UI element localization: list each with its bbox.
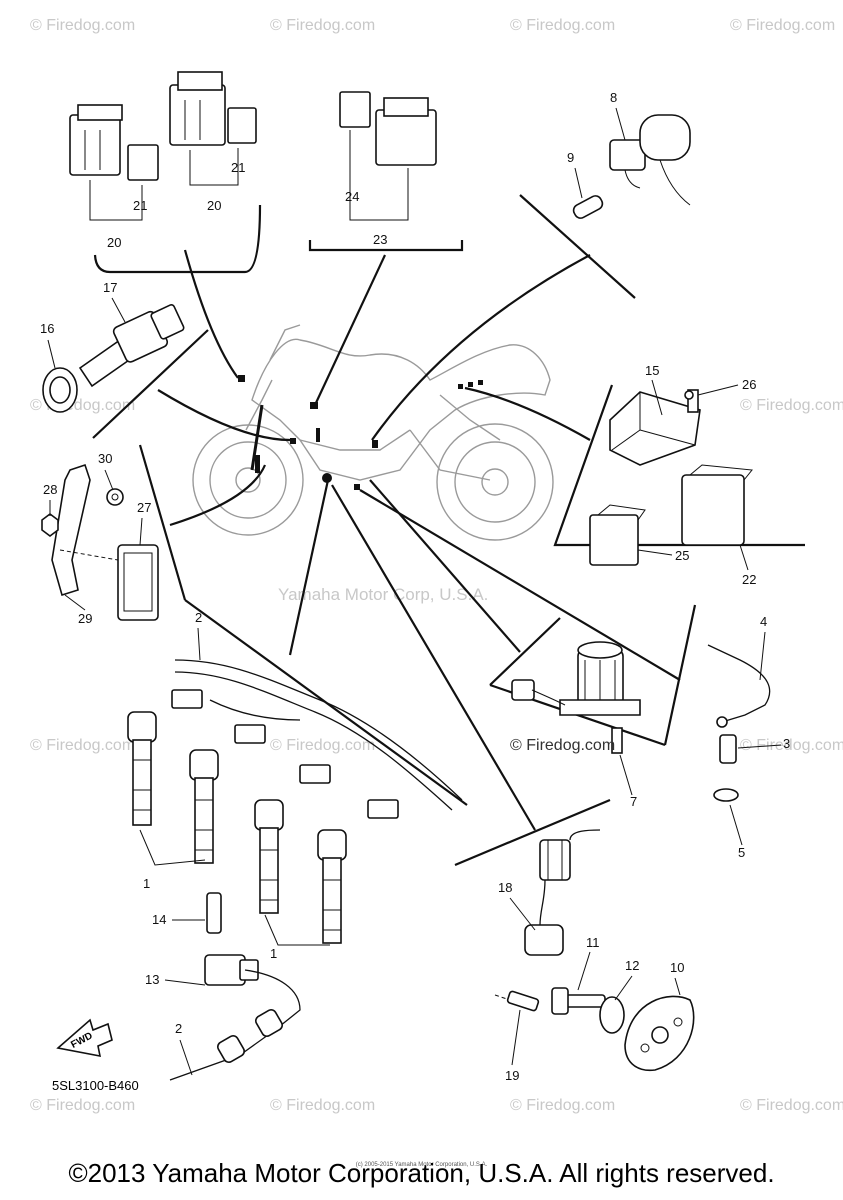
callout-18: 18 bbox=[498, 880, 512, 895]
callout-21: 21 bbox=[231, 160, 245, 175]
callout-17: 17 bbox=[103, 280, 117, 295]
callout-8: 8 bbox=[610, 90, 617, 105]
diagram-code: 5SL3100-B460 bbox=[52, 1078, 139, 1093]
center-watermark: Yamaha Motor Corp, U.S.A. bbox=[278, 585, 488, 604]
watermark: © Firedog.com bbox=[270, 737, 375, 754]
watermark: © Firedog.com bbox=[740, 397, 843, 414]
motorcycle-illustration bbox=[192, 324, 554, 541]
copyright-small: (c) 2005-2015 Yamaha Motor Corporation, … bbox=[355, 1162, 488, 1168]
bracket-27-30 bbox=[41, 463, 159, 621]
watermark: © Firedog.com bbox=[730, 17, 835, 34]
leader-lines bbox=[157, 249, 681, 831]
relay-assembly-23 bbox=[339, 91, 437, 221]
callout-20: 20 bbox=[207, 198, 221, 213]
callout-24: 24 bbox=[345, 189, 359, 204]
copyright-footer: ©2013 Yamaha Motor Corporation, U.S.A. A… bbox=[68, 1158, 775, 1188]
callout-9: 9 bbox=[567, 150, 574, 165]
wire-harness-2 bbox=[171, 659, 463, 819]
callout-28: 28 bbox=[43, 482, 57, 497]
ecu-15 bbox=[589, 389, 753, 566]
callout-2: 2 bbox=[175, 1021, 182, 1036]
callout-4: 4 bbox=[760, 614, 767, 629]
callout-3: 3 bbox=[783, 736, 790, 751]
watermark: © Firedog.com bbox=[740, 737, 843, 754]
sensor-17 bbox=[42, 304, 185, 413]
watermark: © Firedog.com bbox=[270, 17, 375, 34]
callout-7: 7 bbox=[630, 794, 637, 809]
callout-22: 22 bbox=[742, 572, 756, 587]
callout-1: 1 bbox=[143, 876, 150, 891]
callout-25: 25 bbox=[675, 548, 689, 563]
callout-29: 29 bbox=[78, 611, 92, 626]
callout-19: 19 bbox=[505, 1068, 519, 1083]
callout-15: 15 bbox=[645, 363, 659, 378]
pickup-coil-18 bbox=[494, 829, 695, 1072]
callout-14: 14 bbox=[152, 912, 166, 927]
watermark: © Firedog.com bbox=[510, 1097, 615, 1114]
callout-pointers bbox=[47, 107, 782, 1076]
callout-1: 1 bbox=[270, 946, 277, 961]
watermark: © Firedog.com bbox=[510, 17, 615, 34]
callout-10: 10 bbox=[670, 960, 684, 975]
callout-2: 2 bbox=[195, 610, 202, 625]
callout-16: 16 bbox=[40, 321, 54, 336]
watermark-layer: © Firedog.com © Firedog.com © Firedog.co… bbox=[30, 17, 843, 1114]
watermark: © Firedog.com bbox=[30, 737, 135, 754]
callout-11: 11 bbox=[586, 935, 600, 950]
sensor-7 bbox=[511, 641, 641, 754]
callouts: 1 1 2 2 3 4 5 7 8 9 10 11 12 13 14 15 16… bbox=[40, 90, 790, 1083]
ignition-coils bbox=[127, 711, 347, 946]
sensor-8 bbox=[572, 114, 691, 219]
center-right-watermark: © Firedog.com bbox=[510, 737, 615, 754]
relay-assembly-20 bbox=[69, 71, 257, 221]
watermark: © Firedog.com bbox=[30, 17, 135, 34]
sensor-13 bbox=[169, 892, 301, 1081]
callout-23: 23 bbox=[373, 232, 387, 247]
watermark: © Firedog.com bbox=[30, 1097, 135, 1114]
callout-12: 12 bbox=[625, 958, 639, 973]
watermark: © Firedog.com bbox=[740, 1097, 843, 1114]
fwd-arrow-icon: FWD bbox=[56, 1018, 113, 1058]
callout-26: 26 bbox=[742, 377, 756, 392]
callout-20: 20 bbox=[107, 235, 121, 250]
sensor-4 bbox=[707, 644, 771, 802]
watermark: © Firedog.com bbox=[270, 1097, 375, 1114]
callout-27: 27 bbox=[137, 500, 151, 515]
callout-13: 13 bbox=[145, 972, 159, 987]
callout-5: 5 bbox=[738, 845, 745, 860]
callout-30: 30 bbox=[98, 451, 112, 466]
callout-21: 21 bbox=[133, 198, 147, 213]
